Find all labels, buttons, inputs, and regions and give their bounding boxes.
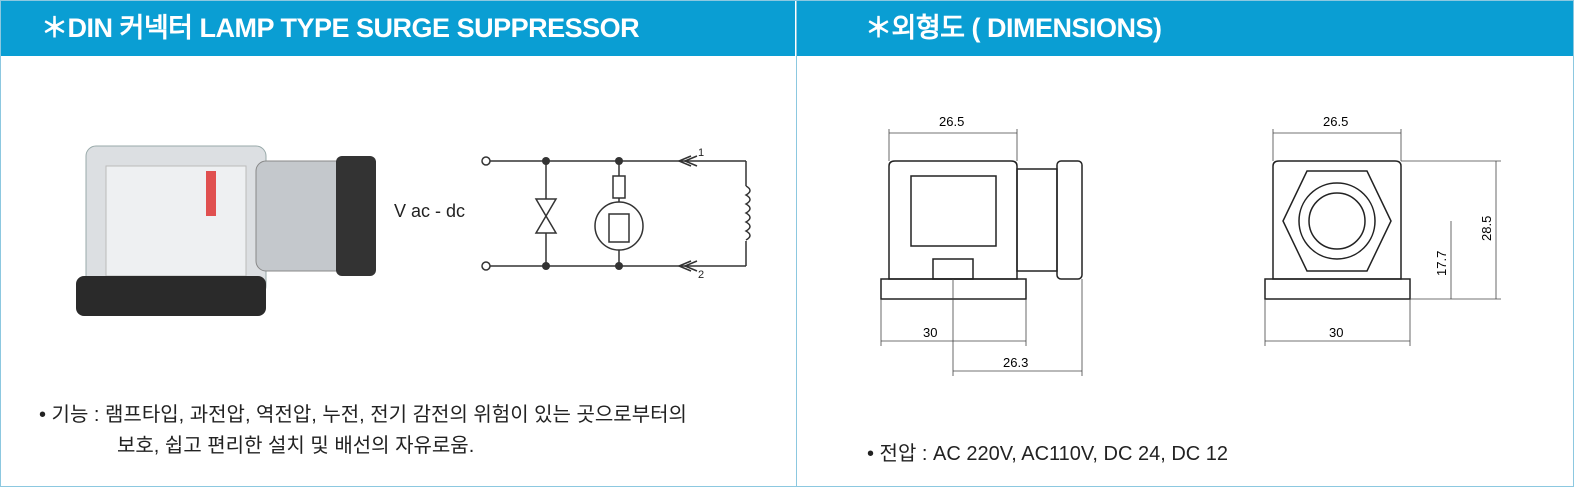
dim-front-height: 28.5 [1479, 216, 1494, 241]
side-view-drawing: 26.5 30 26.3 [880, 114, 1083, 376]
dim-front-top: 26.5 [1323, 114, 1348, 129]
pin-2-label: 2 [698, 269, 705, 281]
section-title-product: ＊DIN 커넥터 LAMP TYPE SURGE SUPPRESSOR [1, 1, 795, 56]
section-title-dimensions: ＊외형도 ( DIMENSIONS) [797, 1, 1573, 56]
divider [796, 1, 797, 486]
pin-1-label: 1 [698, 147, 705, 159]
product-photo [76, 145, 376, 316]
dim-front-center: 17.7 [1434, 251, 1449, 276]
voltage-spec: • 전압 : AC 220V, AC110V, DC 24, DC 12 [867, 443, 1229, 465]
feature-text: • 기능 : 램프타입, 과전압, 역전압, 누전, 전기 감전의 위험이 있는… [39, 404, 687, 426]
dim-side-offset: 26.3 [1003, 355, 1028, 370]
front-view-drawing: 26.5 30 28.5 17.7 [1264, 114, 1501, 346]
circuit-diagram [481, 155, 751, 272]
feature-text-cont: 보호, 쉽고 편리한 설치 및 배선의 자유로움. [117, 435, 475, 457]
dim-front-bottom: 30 [1329, 325, 1343, 340]
dim-side-bottom: 30 [923, 325, 937, 340]
dim-side-top: 26.5 [939, 114, 964, 129]
voltage-label: V ac - dc [394, 201, 466, 221]
